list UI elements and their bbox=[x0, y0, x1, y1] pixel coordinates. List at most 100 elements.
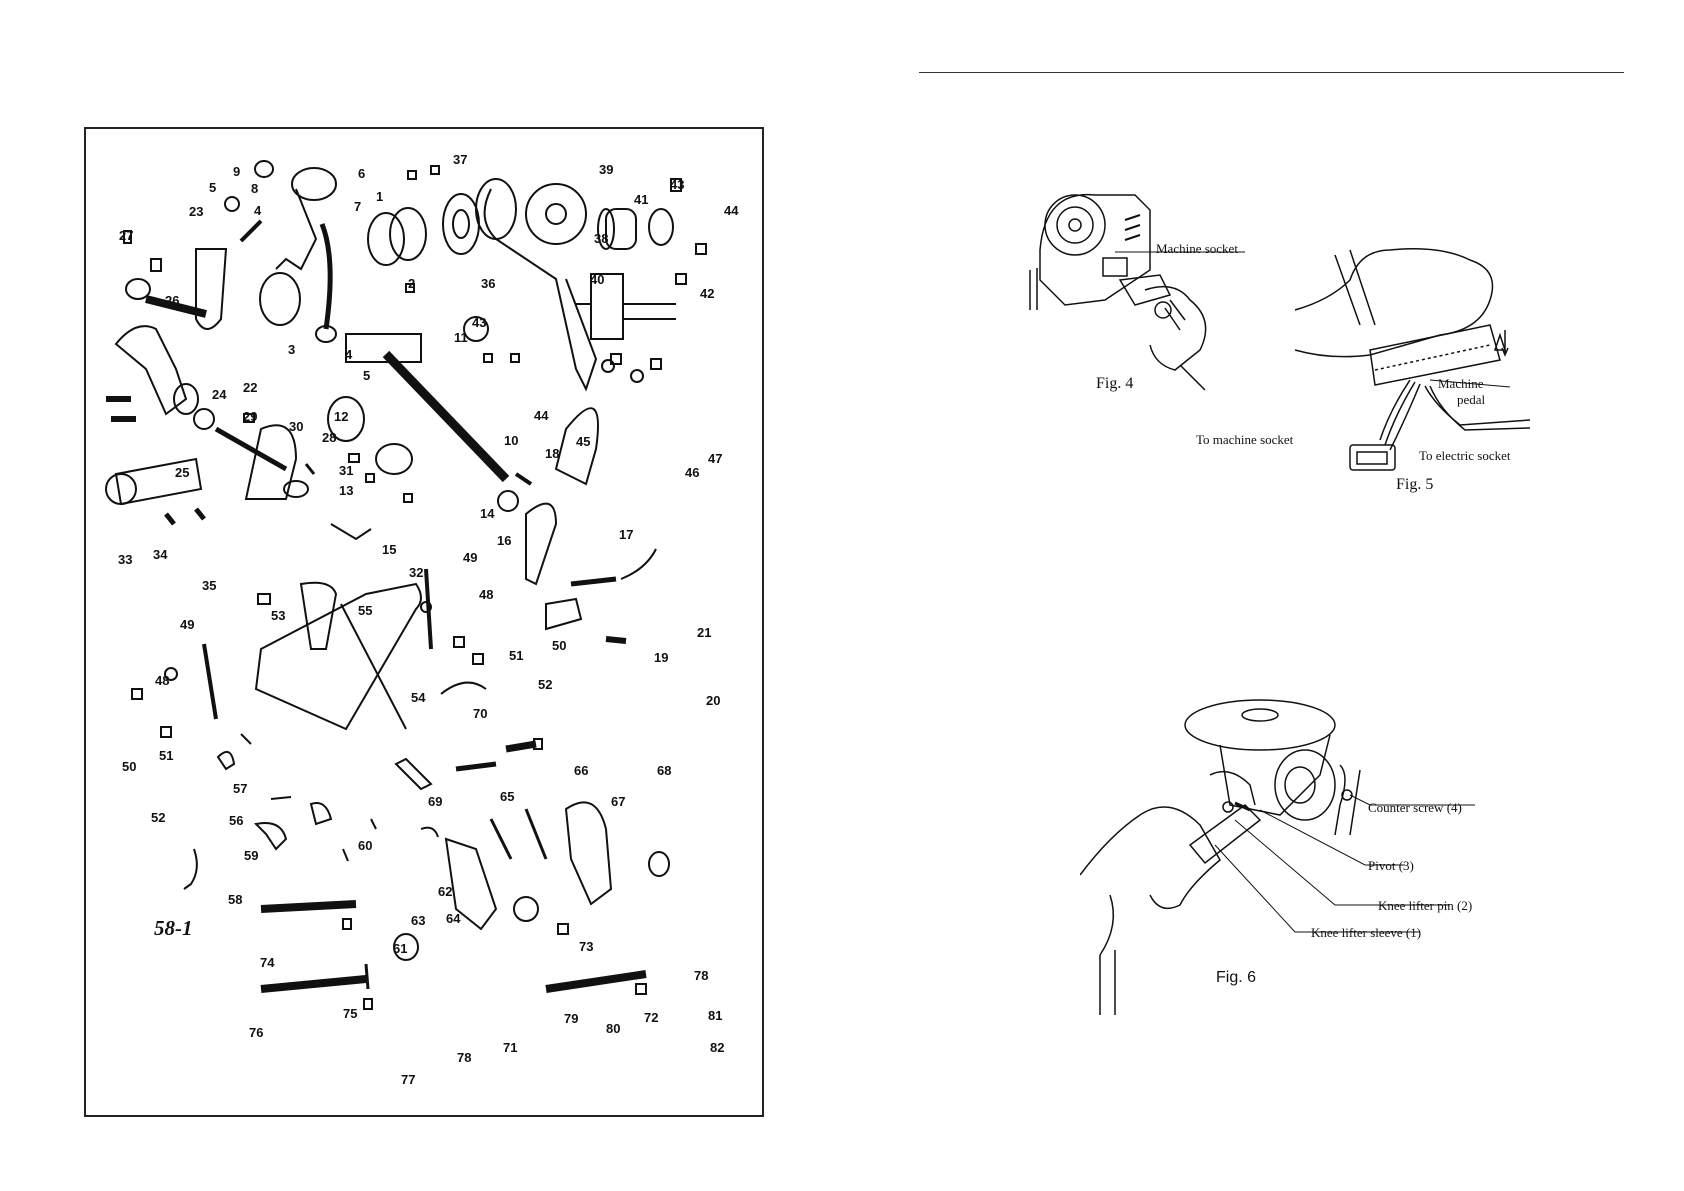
fig5-drawing bbox=[1294, 248, 1531, 471]
part-label: 43 bbox=[472, 315, 487, 330]
part-label: 27 bbox=[119, 228, 134, 243]
part-label: 12 bbox=[334, 409, 349, 424]
part-label: 64 bbox=[446, 911, 461, 926]
part-label: 48 bbox=[155, 673, 170, 688]
part-label: 35 bbox=[202, 578, 217, 593]
part-label: 11 bbox=[454, 330, 468, 345]
pivot-label: Pivot (3) bbox=[1368, 858, 1414, 873]
part-label: 16 bbox=[497, 533, 512, 548]
part-label: 63 bbox=[411, 913, 426, 928]
part-label: 80 bbox=[606, 1021, 621, 1036]
part-label: 3 bbox=[288, 342, 296, 357]
part-label: 73 bbox=[579, 939, 594, 954]
part-label: 72 bbox=[644, 1010, 659, 1025]
part-label: 81 bbox=[708, 1008, 723, 1023]
part-label: 60 bbox=[358, 838, 373, 853]
part-label: 77 bbox=[401, 1072, 416, 1087]
part-label: 36 bbox=[481, 276, 496, 291]
part-label: 21 bbox=[697, 625, 712, 640]
part-label-58-1: 58-1 bbox=[154, 916, 193, 940]
part-label: 17 bbox=[619, 527, 634, 542]
part-label: 57 bbox=[233, 781, 248, 796]
knee-lifter-pin-label: Knee lifter pin (2) bbox=[1378, 898, 1473, 913]
part-label: 5 bbox=[363, 368, 371, 383]
part-label: 45 bbox=[576, 434, 591, 449]
part-label: 53 bbox=[271, 608, 286, 623]
part-label: 34 bbox=[153, 547, 168, 562]
part-label: 23 bbox=[189, 204, 204, 219]
part-label: 15 bbox=[382, 542, 397, 557]
parts-diagram-illustration bbox=[105, 160, 707, 1010]
part-label: 30 bbox=[289, 419, 304, 434]
part-label: 74 bbox=[260, 955, 275, 970]
part-label: 51 bbox=[509, 648, 524, 663]
part-label: 54 bbox=[411, 690, 426, 705]
part-label: 13 bbox=[339, 483, 354, 498]
fig6-drawing bbox=[1080, 699, 1475, 1015]
part-label: 62 bbox=[438, 884, 453, 899]
part-label: 67 bbox=[611, 794, 626, 809]
machine-socket-label: Machine socket bbox=[1156, 241, 1238, 256]
machine-pedal-label-line2: pedal bbox=[1457, 392, 1486, 407]
part-label: 8 bbox=[251, 181, 259, 196]
part-label: 20 bbox=[706, 693, 721, 708]
part-label: 52 bbox=[538, 677, 553, 692]
part-label: 14 bbox=[480, 506, 495, 521]
part-label: 59 bbox=[244, 848, 259, 863]
part-label: 55 bbox=[358, 603, 373, 618]
part-label: 37 bbox=[453, 152, 468, 167]
part-label: 29 bbox=[243, 409, 258, 424]
part-label: 44 bbox=[534, 408, 549, 423]
part-label: 75 bbox=[343, 1006, 358, 1021]
part-label: 51 bbox=[159, 748, 174, 763]
fig5-caption: Fig. 5 bbox=[1396, 476, 1434, 493]
part-label: 41 bbox=[634, 192, 649, 207]
part-label: 69 bbox=[428, 794, 443, 809]
part-label: 22 bbox=[243, 380, 258, 395]
fig4-caption: Fig. 4 bbox=[1096, 375, 1134, 392]
part-label: 25 bbox=[175, 465, 190, 480]
part-label: 56 bbox=[229, 813, 244, 828]
to-machine-socket-label: To machine socket bbox=[1196, 432, 1294, 447]
part-label: 5 bbox=[209, 180, 217, 195]
counter-screw-label: Counter screw (4) bbox=[1368, 800, 1462, 815]
part-label: 7 bbox=[354, 199, 362, 214]
part-label: 19 bbox=[654, 650, 669, 665]
part-label: 76 bbox=[249, 1025, 264, 1040]
part-label: 58 bbox=[228, 892, 243, 907]
part-label: 48 bbox=[479, 587, 494, 602]
part-label: 78 bbox=[694, 968, 709, 983]
part-label: 66 bbox=[574, 763, 589, 778]
part-label: 2 bbox=[408, 276, 416, 291]
part-label: 24 bbox=[212, 387, 227, 402]
part-label: 61 bbox=[393, 941, 408, 956]
part-label: 39 bbox=[599, 162, 614, 177]
part-label: 44 bbox=[724, 203, 739, 218]
to-electric-socket-label: To electric socket bbox=[1419, 448, 1511, 463]
part-label: 40 bbox=[590, 272, 605, 287]
part-label: 18 bbox=[545, 446, 560, 461]
part-label: 4 bbox=[345, 347, 353, 362]
part-label: 10 bbox=[504, 433, 519, 448]
part-label: 70 bbox=[473, 706, 488, 721]
part-label: 4 bbox=[254, 203, 262, 218]
part-label: 79 bbox=[564, 1011, 579, 1026]
part-label: 49 bbox=[463, 550, 478, 565]
part-label: 32 bbox=[409, 565, 424, 580]
part-label: 50 bbox=[552, 638, 567, 653]
part-label: 71 bbox=[503, 1040, 518, 1055]
part-label: 42 bbox=[700, 286, 715, 301]
header-rule bbox=[919, 72, 1624, 73]
fig4-drawing bbox=[1029, 193, 1245, 391]
part-label: 9 bbox=[233, 164, 241, 179]
knee-lifter-sleeve-label: Knee lifter sleeve (1) bbox=[1311, 925, 1422, 940]
parts-diagram-frame: 1 2 3 4 4 5 5 6 7 8 9 10 11 12 13 14 15 … bbox=[84, 127, 764, 1117]
part-label: 78 bbox=[457, 1050, 472, 1065]
left-page: 1 2 3 4 4 5 5 6 7 8 9 10 11 12 13 14 15 … bbox=[84, 127, 764, 1117]
part-label: 43 bbox=[670, 177, 685, 192]
part-label: 1 bbox=[376, 189, 384, 204]
fig4-illustration bbox=[1025, 180, 1265, 400]
fig6-illustration bbox=[1080, 695, 1480, 1015]
machine-pedal-label-line1: Machine bbox=[1438, 376, 1484, 391]
part-label: 46 bbox=[685, 465, 700, 480]
